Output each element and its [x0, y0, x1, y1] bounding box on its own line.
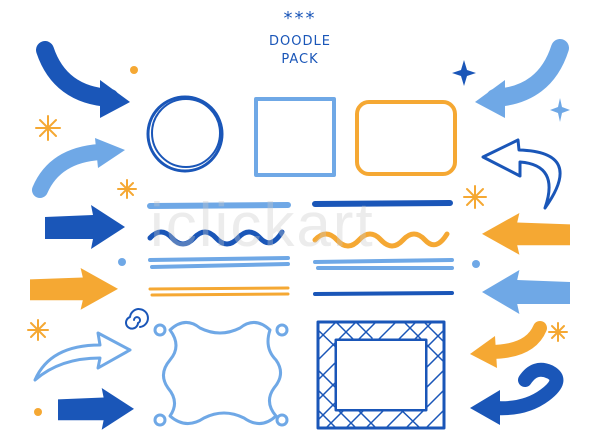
title-line-2: PACK	[281, 52, 319, 67]
circle-frame	[146, 95, 224, 173]
arrow-right-dark-2-icon	[58, 388, 134, 430]
title-stars: ***	[283, 8, 317, 29]
square-frame	[254, 97, 336, 177]
arrow-left-orange-icon	[482, 213, 570, 255]
watermark: iclickart	[150, 191, 375, 260]
rounded-rect-frame	[355, 100, 457, 176]
star-icon-2	[550, 98, 570, 122]
return-arrow-outline-icon	[481, 138, 562, 210]
ornamental-frame	[153, 321, 289, 427]
sparkle-icons	[27, 115, 568, 342]
spiral-icon	[125, 308, 149, 330]
curved-arrow-orange-left-icon	[470, 321, 547, 368]
curved-arrow-dark-blue-icon	[36, 41, 130, 118]
curved-arrow-light-blue-icon	[32, 138, 125, 198]
decorative-lines	[147, 200, 454, 297]
arrow-right-dark-icon	[45, 205, 125, 249]
checkered-frame	[316, 320, 446, 430]
title-line-1: DOODLE	[269, 34, 331, 49]
star-icon	[452, 60, 476, 86]
arrow-left-light-icon	[482, 270, 570, 314]
arrow-right-orange-icon	[30, 268, 118, 310]
curved-arrow-light-blue-left-icon	[475, 39, 569, 118]
twisted-arrow-dark-icon	[470, 362, 564, 425]
outline-arrow-light-icon	[33, 331, 132, 382]
